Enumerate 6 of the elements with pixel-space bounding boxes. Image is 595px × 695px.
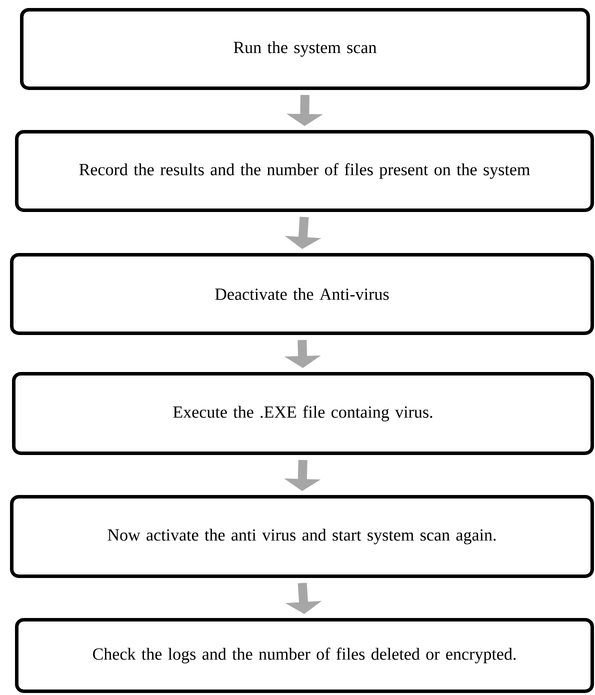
process-box: Execute the .EXE file containg virus. (12, 372, 594, 455)
process-box: Deactivate the Anti-virus (10, 253, 594, 335)
process-box: Check the logs and the number of files deleted or encrypted. (15, 618, 594, 693)
process-box: Run the system scan (20, 8, 590, 90)
process-box: Now activate the anti virus and start system scan again. (10, 495, 594, 578)
process-box: Record the results and the number of files present on the system (15, 130, 594, 212)
